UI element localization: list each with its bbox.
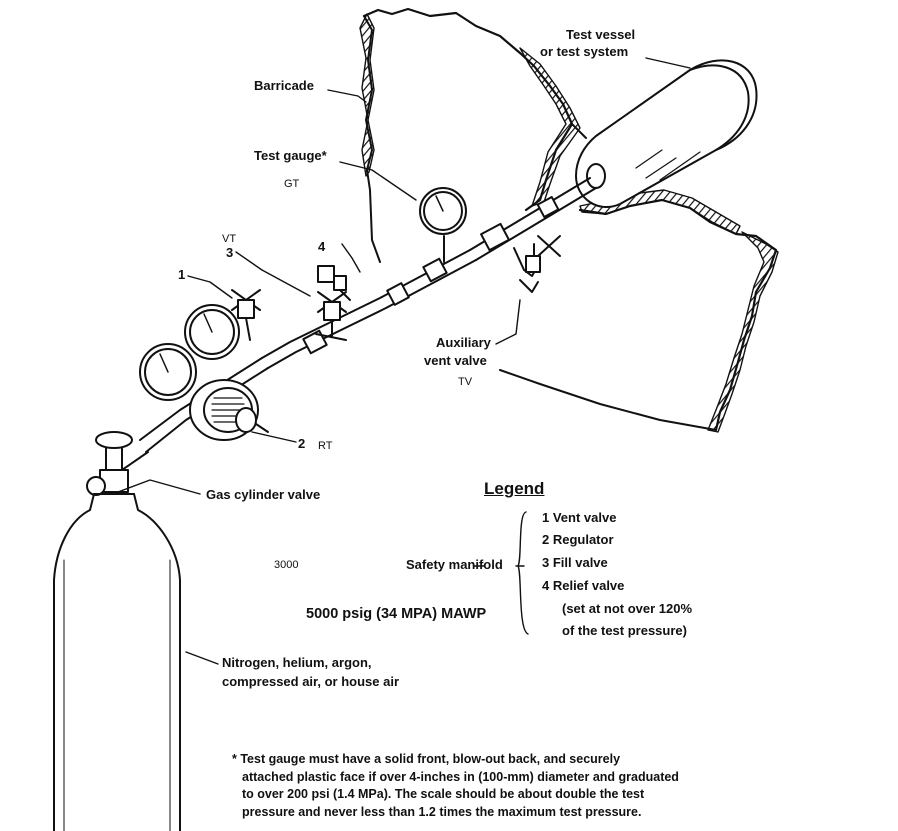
gas-type-label-line2: compressed air, or house air bbox=[222, 674, 400, 689]
aux-vent-label-line1: Auxiliary bbox=[436, 335, 491, 350]
relief-valve-4 bbox=[317, 265, 351, 301]
tv-label: TV bbox=[458, 376, 473, 388]
gt-label: GT bbox=[284, 178, 300, 190]
safety-manifold-label: Safety manifold bbox=[406, 557, 503, 572]
legend-note: of the test pressure) bbox=[562, 623, 687, 638]
vt-label: VT bbox=[222, 233, 237, 245]
test-vessel-label-line2: or test system bbox=[540, 44, 629, 59]
legend-item: 1 Vent valve bbox=[542, 510, 617, 525]
regulator-number: 2 bbox=[298, 436, 306, 451]
footnote-line: pressure and never less than 1.2 times t… bbox=[242, 804, 642, 819]
legend-item: 4 Relief valve bbox=[542, 578, 625, 593]
legend-item: 2 Regulator bbox=[542, 532, 614, 547]
pipeline bbox=[139, 177, 597, 453]
mawp-label: 5000 psig (34 MPA) MAWP bbox=[306, 606, 487, 622]
rt-label: RT bbox=[318, 440, 333, 452]
footnote: * Test gauge must have a solid front, bl… bbox=[232, 751, 792, 821]
test-gauge-label: Test gauge* bbox=[254, 148, 327, 163]
test-vessel bbox=[575, 59, 758, 209]
gas-cylinder-valve-label: Gas cylinder valve bbox=[206, 487, 321, 502]
legend-title: Legend bbox=[484, 479, 545, 498]
barricade-label: Barricade bbox=[254, 78, 314, 93]
legend-item: 3 Fill valve bbox=[542, 555, 608, 570]
aux-vent-label-line2: vent valve bbox=[424, 353, 487, 368]
regulator-2 bbox=[139, 304, 269, 441]
legend-note: (set at not over 120% bbox=[562, 601, 693, 616]
auxiliary-vent-valve bbox=[513, 235, 561, 293]
gas-cylinder bbox=[53, 493, 181, 831]
test-vessel-label-line1: Test vessel bbox=[566, 27, 636, 42]
fill-valve-number: 3 bbox=[226, 245, 234, 260]
footnote-line: to over 200 psi (1.4 MPa). The scale sho… bbox=[242, 787, 645, 801]
footnote-line: attached plastic face if over 4-inches i… bbox=[242, 769, 679, 784]
fill-valve-3 bbox=[315, 291, 347, 341]
pressure-3000-label: 3000 bbox=[274, 559, 299, 571]
vent-valve-1 bbox=[231, 289, 261, 341]
leader-lines bbox=[117, 57, 691, 665]
test-gauge bbox=[419, 187, 467, 263]
gas-type-label-line1: Nitrogen, helium, argon, bbox=[222, 655, 372, 670]
relief-valve-number: 4 bbox=[318, 239, 326, 254]
gas-cylinder-valve bbox=[86, 431, 149, 496]
vent-valve-number: 1 bbox=[178, 267, 186, 282]
footnote-line: * Test gauge must have a solid front, bl… bbox=[232, 752, 621, 766]
